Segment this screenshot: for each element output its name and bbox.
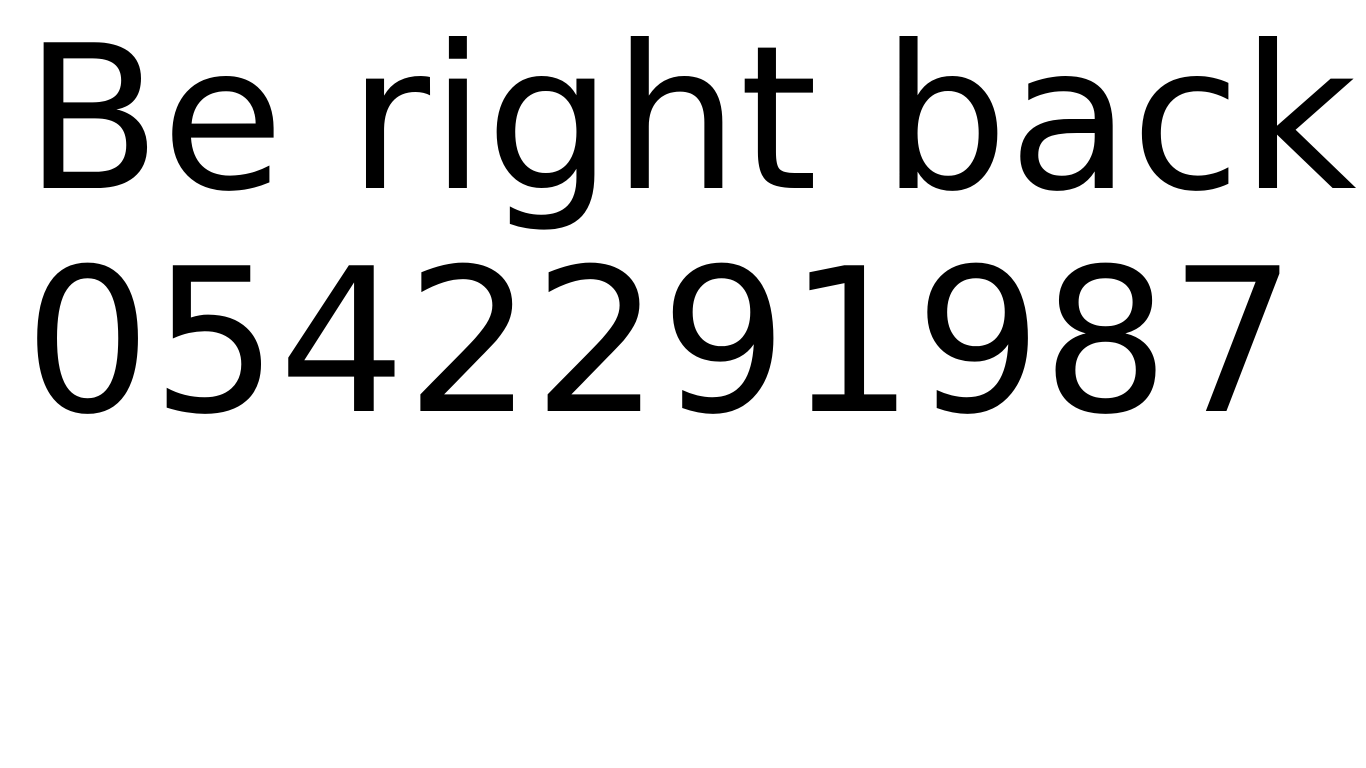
phone-number: 0542291987 — [24, 226, 1297, 459]
status-message: Be right back — [24, 3, 1357, 236]
